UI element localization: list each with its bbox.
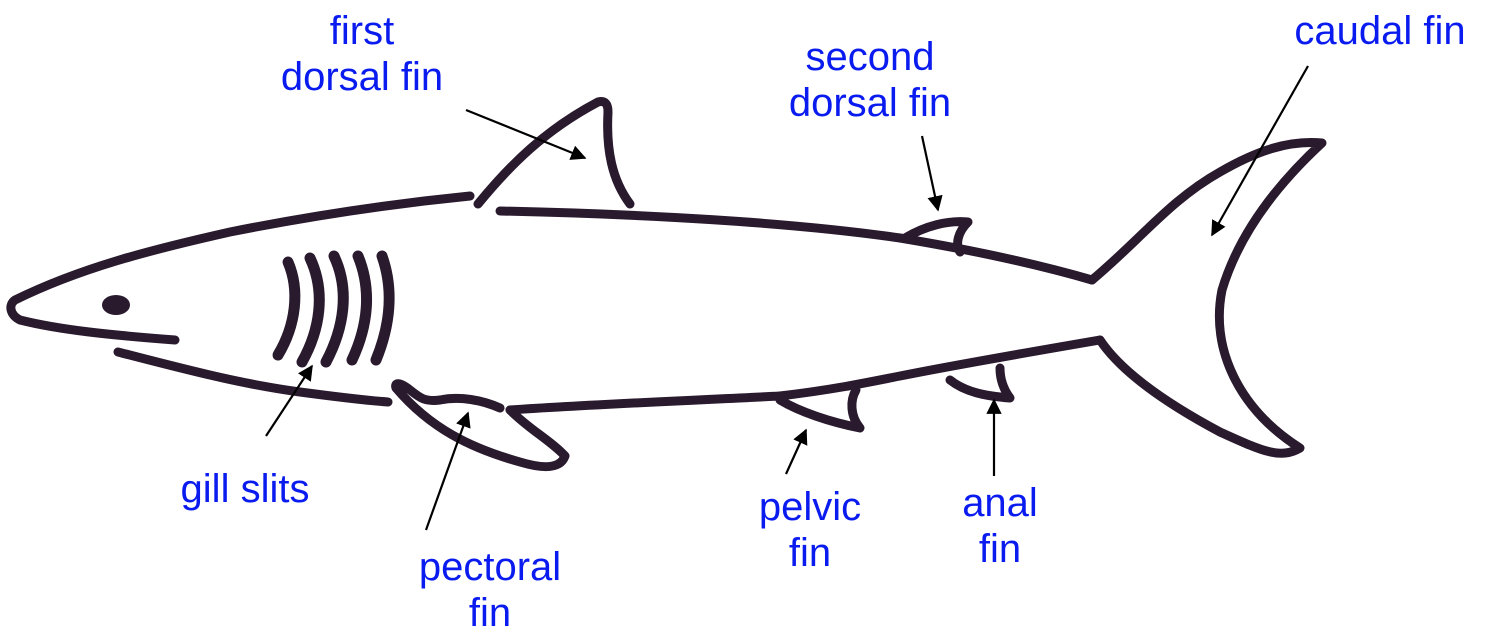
leader-gill-slits bbox=[266, 366, 312, 436]
belly-outline-rear bbox=[780, 340, 1100, 396]
label-anal-fin-line-1: anal bbox=[920, 480, 1080, 526]
label-pelvic-fin: pelvic fin bbox=[720, 484, 900, 576]
gill-slit-3 bbox=[326, 256, 343, 362]
label-anal-fin-line-2: fin bbox=[920, 526, 1080, 572]
gill-slit-1 bbox=[278, 262, 295, 355]
leader-pelvic-fin bbox=[786, 430, 806, 474]
label-caudal-fin: caudal fin bbox=[1270, 8, 1490, 54]
gill-slits bbox=[278, 256, 389, 362]
label-first-dorsal-fin-line-2: dorsal fin bbox=[252, 54, 472, 100]
caudal-fin-outline bbox=[1092, 142, 1322, 453]
shark-outline bbox=[11, 102, 1322, 467]
pectoral-fin-outline bbox=[396, 384, 565, 467]
gill-slit-4 bbox=[352, 256, 367, 360]
belly-outline-mid bbox=[510, 396, 780, 410]
back-outline bbox=[500, 211, 1092, 280]
gill-slit-5 bbox=[376, 256, 389, 360]
label-second-dorsal-fin-line-1: second bbox=[760, 34, 980, 80]
label-gill-slits: gill slits bbox=[150, 466, 340, 512]
label-anal-fin: anal fin bbox=[920, 480, 1080, 572]
label-pelvic-fin-line-2: fin bbox=[720, 530, 900, 576]
label-pectoral-fin-line-2: fin bbox=[380, 590, 600, 636]
eye bbox=[102, 295, 130, 315]
label-first-dorsal-fin: first dorsal fin bbox=[252, 8, 472, 100]
label-gill-slits-line-1: gill slits bbox=[150, 466, 340, 512]
leader-second-dorsal-fin bbox=[922, 136, 938, 210]
leader-lines bbox=[266, 66, 1308, 530]
label-first-dorsal-fin-line-1: first bbox=[252, 8, 472, 54]
label-pectoral-fin: pectoral fin bbox=[380, 544, 600, 636]
label-pectoral-fin-line-1: pectoral bbox=[380, 544, 600, 590]
label-second-dorsal-fin: second dorsal fin bbox=[760, 34, 980, 126]
label-pelvic-fin-line-1: pelvic bbox=[720, 484, 900, 530]
upper-head-outline bbox=[11, 196, 470, 340]
anal-fin-outline bbox=[950, 368, 1010, 398]
first-dorsal-fin-outline bbox=[478, 102, 630, 204]
label-second-dorsal-fin-line-2: dorsal fin bbox=[760, 80, 980, 126]
gill-slit-2 bbox=[302, 258, 319, 362]
label-caudal-fin-line-1: caudal fin bbox=[1270, 8, 1490, 54]
